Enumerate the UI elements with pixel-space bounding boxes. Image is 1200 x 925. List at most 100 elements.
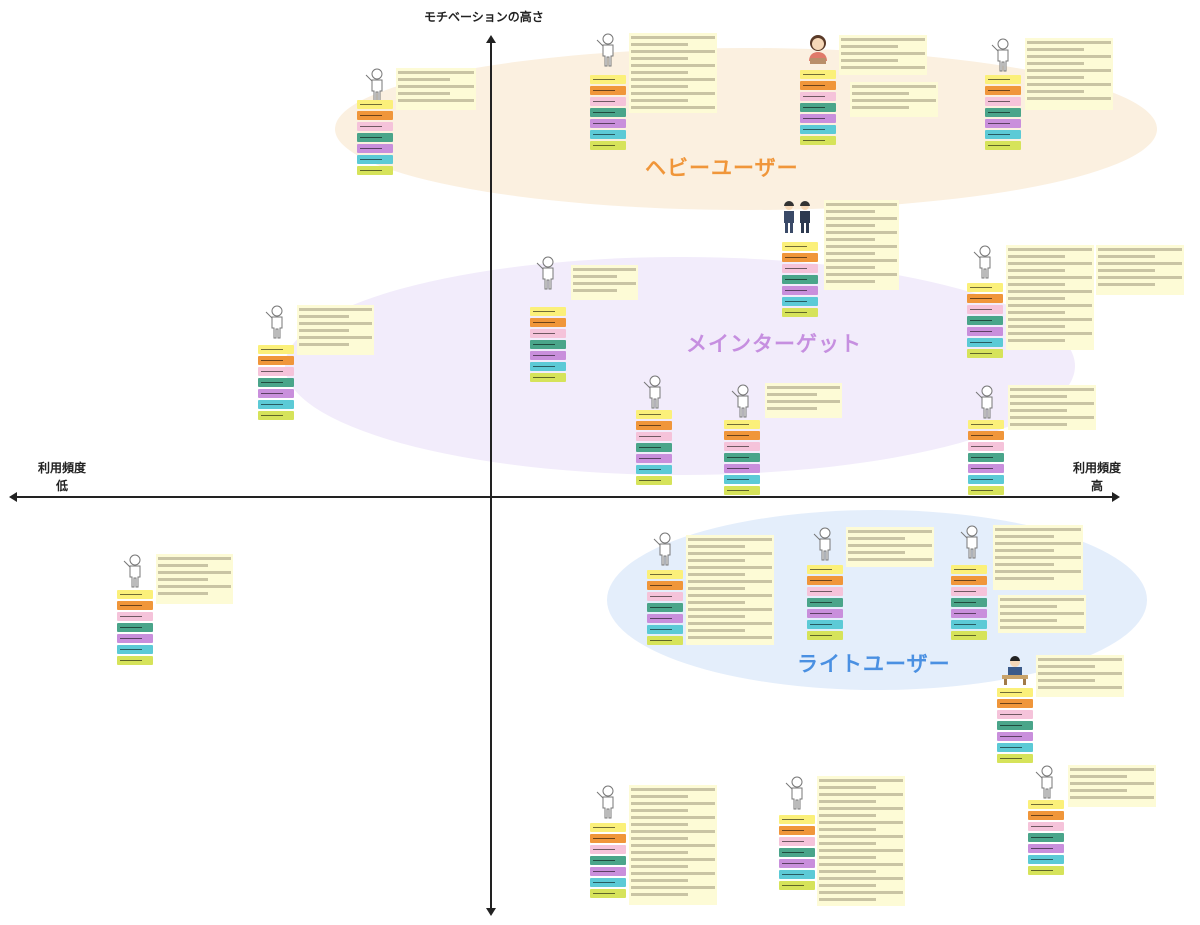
persona-tag xyxy=(258,400,294,409)
persona-tag xyxy=(724,420,760,429)
persona-tag-list xyxy=(967,283,1003,360)
persona-tag xyxy=(1028,811,1064,820)
y-axis-top-arrow xyxy=(486,30,496,43)
persona-tag xyxy=(967,294,1003,303)
persona-tag xyxy=(997,754,1033,763)
persona-tag xyxy=(782,308,818,317)
persona-tag xyxy=(636,421,672,430)
persona-note xyxy=(824,200,899,290)
persona-tag xyxy=(997,710,1033,719)
persona-note xyxy=(1025,38,1113,110)
x-axis-low-label: 利用頻度 低 xyxy=(38,459,86,495)
persona-tag-list xyxy=(985,75,1021,152)
person-outline-icon xyxy=(973,385,997,419)
person-outline-icon xyxy=(363,68,387,102)
persona-note xyxy=(993,525,1083,590)
persona-tag xyxy=(724,442,760,451)
persona-tag xyxy=(724,475,760,484)
person-outline-icon xyxy=(594,785,618,819)
persona-tag xyxy=(779,881,815,890)
persona-tag xyxy=(357,111,393,120)
persona-tag-list xyxy=(779,815,815,892)
persona-tag xyxy=(967,283,1003,292)
persona-tag xyxy=(590,834,626,843)
zone-label-heavy-users: ヘビーユーザー xyxy=(645,156,799,180)
person-outline-icon xyxy=(811,527,835,561)
person-outline-icon xyxy=(121,554,145,588)
persona-tag xyxy=(647,625,683,634)
persona-tag xyxy=(968,442,1004,451)
x-axis xyxy=(12,496,1112,498)
persona-tag xyxy=(967,327,1003,336)
persona-tag-list xyxy=(590,75,626,152)
persona-tag-list xyxy=(951,565,987,642)
persona-tag xyxy=(357,122,393,131)
persona-tag xyxy=(1028,833,1064,842)
persona-tag xyxy=(800,125,836,134)
persona-tag xyxy=(985,141,1021,150)
person-outline-icon xyxy=(989,38,1013,72)
persona-tag xyxy=(357,133,393,142)
persona-note xyxy=(1096,245,1184,295)
person-outline-icon xyxy=(1033,765,1057,799)
persona-tag-list xyxy=(800,70,836,147)
persona-tag xyxy=(647,570,683,579)
man-at-desk-icon xyxy=(1001,655,1028,689)
persona-note xyxy=(850,82,938,117)
persona-tag xyxy=(951,609,987,618)
persona-tag xyxy=(779,859,815,868)
persona-tag xyxy=(951,620,987,629)
persona-tag xyxy=(968,431,1004,440)
x-axis-low-title: 利用頻度 xyxy=(38,461,87,475)
persona-note xyxy=(629,33,717,113)
persona-tag xyxy=(807,620,843,629)
persona-tag xyxy=(968,420,1004,429)
persona-tag xyxy=(968,453,1004,462)
persona-tag xyxy=(951,576,987,585)
persona-tag xyxy=(590,845,626,854)
persona-tag xyxy=(1028,855,1064,864)
zone-label-main-target: メインターゲット xyxy=(686,332,862,356)
persona-note xyxy=(846,527,934,567)
persona-tag xyxy=(951,587,987,596)
persona-note xyxy=(396,68,476,110)
persona-tag xyxy=(590,75,626,84)
persona-tag xyxy=(357,166,393,175)
persona-tag-list xyxy=(357,100,393,177)
persona-tag xyxy=(807,576,843,585)
person-outline-icon xyxy=(729,384,753,418)
persona-tag xyxy=(117,645,153,654)
persona-note xyxy=(1006,245,1094,350)
zone-label-light-users: ライトユーザー xyxy=(797,652,951,676)
persona-tag xyxy=(117,623,153,632)
person-outline-icon xyxy=(783,776,807,810)
persona-tag xyxy=(636,454,672,463)
persona-tag xyxy=(117,601,153,610)
persona-tag xyxy=(997,721,1033,730)
persona-tag xyxy=(590,867,626,876)
persona-tag xyxy=(258,411,294,420)
persona-tag xyxy=(807,609,843,618)
person-outline-icon xyxy=(263,305,287,339)
persona-tag xyxy=(590,97,626,106)
persona-tag-list xyxy=(647,570,683,647)
persona-tag-list xyxy=(782,242,818,319)
persona-tag xyxy=(967,305,1003,314)
person-outline-icon xyxy=(651,532,675,566)
persona-tag xyxy=(590,878,626,887)
persona-tag xyxy=(590,856,626,865)
persona-tag xyxy=(985,130,1021,139)
persona-note xyxy=(817,776,905,906)
persona-tag xyxy=(117,612,153,621)
persona-tag xyxy=(968,486,1004,495)
person-outline-icon xyxy=(971,245,995,279)
persona-tag xyxy=(985,75,1021,84)
persona-tag xyxy=(258,378,294,387)
persona-tag xyxy=(636,410,672,419)
persona-tag xyxy=(590,130,626,139)
persona-tag-list xyxy=(258,345,294,422)
persona-tag xyxy=(807,598,843,607)
persona-tag xyxy=(530,307,566,316)
persona-tag xyxy=(967,338,1003,347)
persona-tag xyxy=(357,144,393,153)
